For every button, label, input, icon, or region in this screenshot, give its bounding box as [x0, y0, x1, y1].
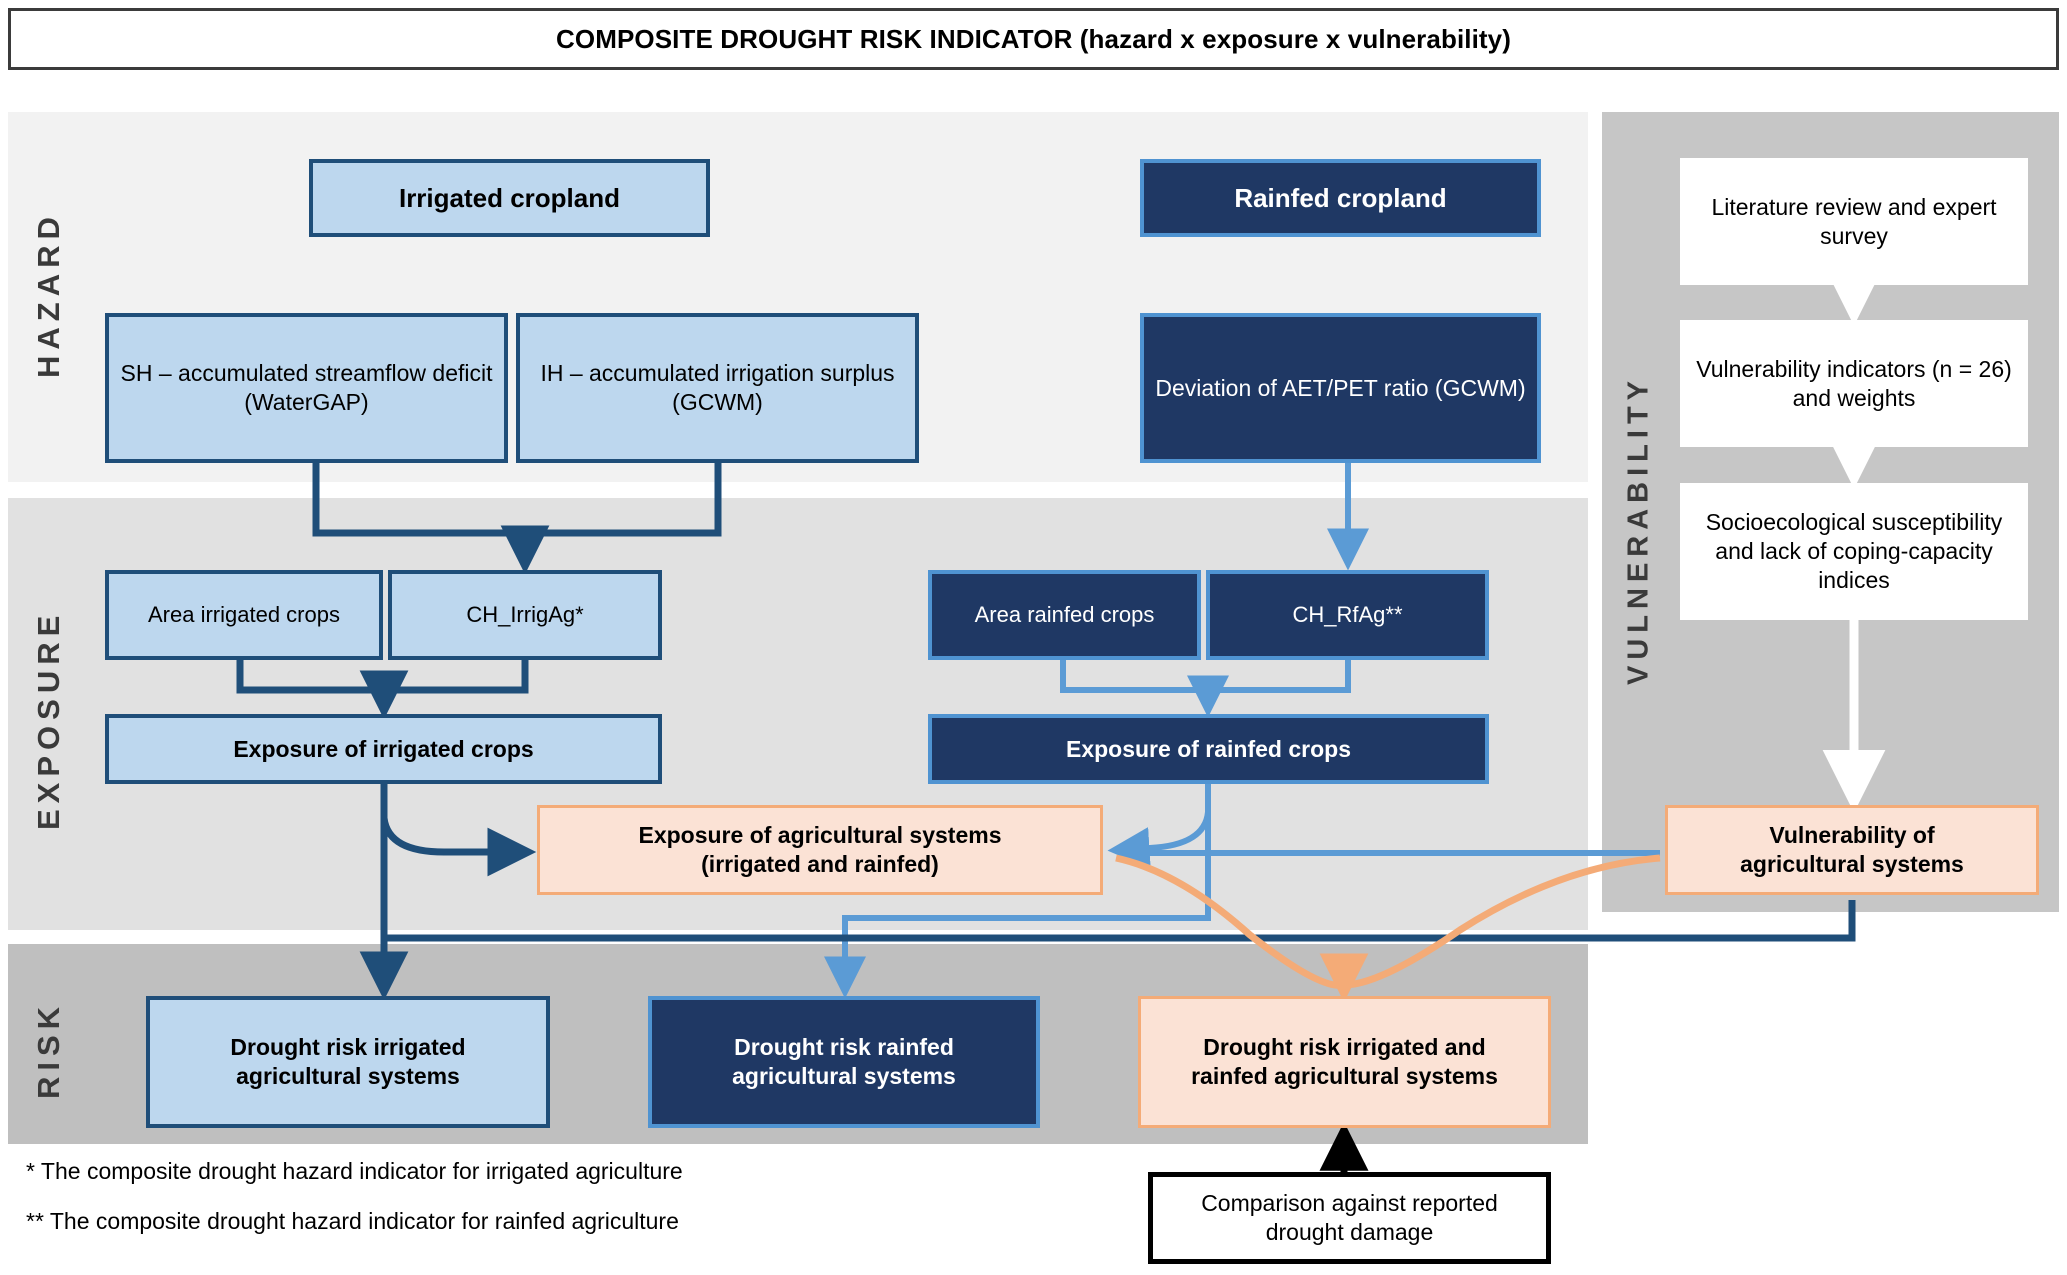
hazard-band-label: HAZARD [31, 211, 66, 379]
node-ch-irrigag[interactable]: CH_IrrigAg* [388, 570, 662, 660]
node-vulnerability-agricultural-systems-line2: agricultural systems [1740, 851, 1964, 877]
node-drought-risk-irrigated-and-rainfed-line1: Drought risk irrigated and [1203, 1034, 1486, 1061]
footnote-single-star: * The composite drought hazard indicator… [26, 1158, 683, 1184]
node-exposure-irrigated-crops[interactable]: Exposure of irrigated crops [105, 714, 662, 784]
node-vulnerability-agricultural-systems-line1: Vulnerability of [1769, 822, 1935, 849]
node-drought-risk-irrigated-and-rainfed-text: Drought risk irrigated and rainfed agric… [1171, 1033, 1518, 1091]
node-exposure-agricultural-systems-line1: Exposure of agricultural systems [638, 822, 1002, 849]
node-aet-pet-indicator-label: Deviation of AET/PET ratio (GCWM) [1155, 374, 1526, 401]
node-vulnerability-indicators[interactable]: Vulnerability indicators (n = 26) and we… [1680, 320, 2028, 447]
node-exposure-agricultural-systems[interactable]: Exposure of agricultural systems (irriga… [537, 805, 1103, 895]
node-literature-review[interactable]: Literature review and expert survey [1680, 158, 2028, 285]
node-comparison-reported-damage-line1: Comparison against reported [1201, 1190, 1498, 1217]
node-ch-irrigag-label: CH_IrrigAg* [466, 602, 584, 628]
node-literature-review-label: Literature review and expert survey [1711, 193, 1997, 249]
footnote-double-star: ** The composite drought hazard indicato… [26, 1208, 679, 1234]
node-exposure-rainfed-crops-label: Exposure of rainfed crops [1065, 735, 1351, 762]
node-rainfed-cropland[interactable]: Rainfed cropland [1140, 159, 1541, 237]
header-title: COMPOSITE DROUGHT RISK INDICATOR (hazard… [556, 23, 1511, 54]
node-drought-risk-rainfed-line1: Drought risk rainfed [734, 1034, 954, 1061]
node-ch-rfag-label: CH_RfAg** [1292, 602, 1403, 628]
node-rainfed-cropland-label: Rainfed cropland [1234, 182, 1447, 213]
node-vulnerability-agricultural-systems-text: Vulnerability of agricultural systems [1720, 821, 1984, 879]
node-drought-risk-rainfed-line2: agricultural systems [732, 1063, 956, 1089]
node-area-irrigated-crops-label: Area irrigated crops [148, 602, 340, 628]
node-ih-indicator[interactable]: IH – accumulated irrigation surplus (GCW… [516, 313, 919, 463]
node-area-irrigated-crops[interactable]: Area irrigated crops [105, 570, 383, 660]
risk-band-label: RISK [31, 1000, 66, 1100]
node-sh-indicator-label: SH – accumulated streamflow deficit (Wat… [120, 360, 493, 415]
exposure-band-label: EXPOSURE [31, 609, 66, 831]
node-socioecological-indices-label: Socioecological susceptibility and lack … [1705, 509, 2003, 593]
node-area-rainfed-crops-label: Area rainfed crops [974, 602, 1155, 628]
node-drought-risk-irrigated-and-rainfed-line2: rainfed agricultural systems [1191, 1063, 1498, 1089]
node-vulnerability-indicators-label: Vulnerability indicators (n = 26) and we… [1696, 355, 2012, 411]
node-irrigated-cropland[interactable]: Irrigated cropland [309, 159, 710, 237]
node-drought-risk-irrigated[interactable]: Drought risk irrigated agricultural syst… [146, 996, 550, 1128]
node-drought-risk-rainfed-text: Drought risk rainfed agricultural system… [712, 1033, 976, 1091]
node-exposure-agricultural-systems-line2: (irrigated and rainfed) [701, 851, 939, 877]
node-exposure-irrigated-crops-label: Exposure of irrigated crops [233, 735, 534, 762]
node-comparison-reported-damage-line2: drought damage [1265, 1219, 1434, 1245]
node-ih-indicator-label: IH – accumulated irrigation surplus (GCW… [540, 360, 895, 415]
node-exposure-rainfed-crops[interactable]: Exposure of rainfed crops [928, 714, 1489, 784]
node-drought-risk-irrigated-text: Drought risk irrigated agricultural syst… [210, 1033, 485, 1091]
node-ch-rfag[interactable]: CH_RfAg** [1206, 570, 1489, 660]
composite-indicator-header: COMPOSITE DROUGHT RISK INDICATOR (hazard… [8, 8, 2059, 70]
node-sh-indicator[interactable]: SH – accumulated streamflow deficit (Wat… [105, 313, 508, 463]
node-drought-risk-irrigated-line2: agricultural systems [236, 1063, 460, 1089]
node-irrigated-cropland-label: Irrigated cropland [398, 182, 621, 213]
node-drought-risk-irrigated-and-rainfed[interactable]: Drought risk irrigated and rainfed agric… [1138, 996, 1551, 1128]
node-exposure-agricultural-systems-text: Exposure of agricultural systems (irriga… [618, 821, 1021, 879]
node-socioecological-indices[interactable]: Socioecological susceptibility and lack … [1680, 483, 2028, 620]
vulnerability-band-label: VULNERABILITY [1622, 375, 1655, 685]
node-vulnerability-agricultural-systems[interactable]: Vulnerability of agricultural systems [1665, 805, 2039, 895]
node-drought-risk-rainfed[interactable]: Drought risk rainfed agricultural system… [648, 996, 1040, 1128]
node-comparison-reported-damage-text: Comparison against reported drought dama… [1181, 1189, 1518, 1247]
node-drought-risk-irrigated-line1: Drought risk irrigated [230, 1034, 466, 1061]
node-area-rainfed-crops[interactable]: Area rainfed crops [928, 570, 1201, 660]
node-comparison-reported-damage[interactable]: Comparison against reported drought dama… [1148, 1172, 1551, 1264]
node-aet-pet-indicator[interactable]: Deviation of AET/PET ratio (GCWM) [1140, 313, 1541, 463]
